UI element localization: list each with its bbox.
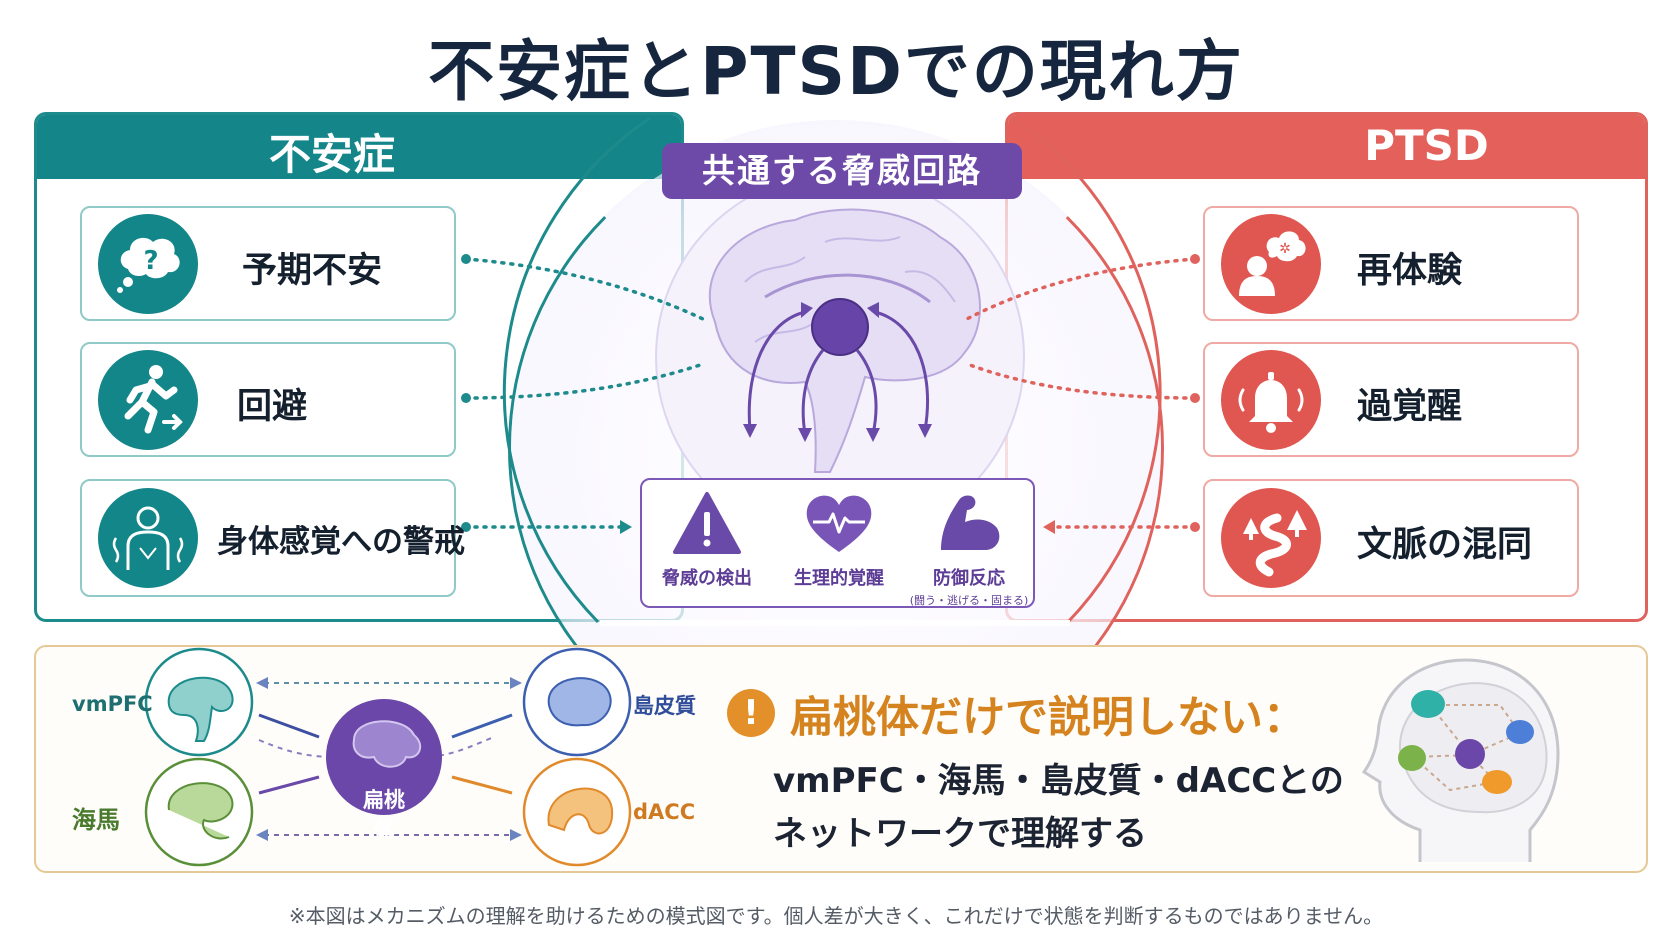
- ptsd-item-reexperiencing: ✲ 再体験: [1203, 206, 1579, 321]
- network-diagram: [144, 647, 632, 867]
- winding-road-icon: [1221, 488, 1321, 588]
- body-sensation-icon: [98, 488, 198, 588]
- ptsd-header: PTSD: [1008, 115, 1645, 179]
- ptsd-item-label: 文脈の混同: [1357, 525, 1533, 565]
- svg-text:?: ?: [143, 246, 158, 276]
- alarm-bell-icon: [1221, 349, 1321, 450]
- threat-response-box: 脅威の検出 生理的覚醒 防御反応 (闘う・逃げる・固まる): [640, 478, 1035, 608]
- anxiety-item-label: 予期不安: [242, 250, 383, 291]
- ptsd-item-label: 再体験: [1357, 250, 1463, 291]
- note-line-1: vmPFC・海馬・島皮質・dACCとの: [773, 761, 1344, 801]
- page-title: 不安症とPTSDでの現れ方: [428, 33, 1244, 110]
- anxiety-item-label: 身体感覚への警戒: [217, 524, 465, 560]
- response-threat-detection: 脅威の検出: [642, 488, 772, 590]
- running-person-icon: [98, 349, 198, 450]
- amygdala-label: 扁桃体: [363, 788, 405, 842]
- response-physiological-arousal: 生理的覚醒: [774, 488, 904, 590]
- response-label: 生理的覚醒: [794, 568, 884, 589]
- flexed-arm-icon: [941, 495, 1000, 550]
- exclamation-icon: !: [727, 689, 775, 737]
- warning-triangle-icon: [673, 492, 741, 554]
- anxiety-item-label: 回避: [237, 386, 308, 427]
- anxiety-header: 不安症: [37, 115, 681, 179]
- response-sublabel: (闘う・逃げる・固まる): [909, 594, 1029, 607]
- response-defense: 防御反応 (闘う・逃げる・固まる): [904, 488, 1034, 608]
- ptsd-item-label: 過覚醒: [1357, 386, 1463, 427]
- svg-text:✲: ✲: [1279, 241, 1291, 257]
- dacc-label: dACC: [633, 800, 696, 824]
- heartbeat-icon: [806, 495, 872, 552]
- hippocampus-label: 海馬: [72, 806, 120, 834]
- note-heading: 扁桃体だけで説明しない：: [790, 693, 1306, 743]
- brain-illustration: [708, 208, 981, 473]
- vmpfc-label: vmPFC: [72, 692, 153, 716]
- ptsd-item-hyperarousal: 過覚醒: [1203, 342, 1579, 457]
- footer-disclaimer: ※本図はメカニズムの理解を助けるための模式図です。個人差が大きく、これだけで状態…: [288, 904, 1384, 928]
- response-label: 防御反応: [933, 568, 1005, 589]
- anxiety-item-avoidance: 回避: [80, 342, 456, 457]
- threat-circuit-banner: 共通する脅威回路: [662, 143, 1022, 199]
- anxiety-item-body-vigilance: 身体感覚への警戒: [80, 479, 465, 597]
- amygdala-node-icon: [811, 298, 869, 356]
- ptsd-header-label: PTSD: [1364, 121, 1489, 170]
- anxiety-header-label: 不安症: [268, 130, 395, 179]
- flashback-person-icon: ✲: [1221, 213, 1321, 314]
- ptsd-item-context-confusion: 文脈の混同: [1203, 479, 1579, 597]
- question-thought-bubble-icon: ?: [98, 213, 198, 314]
- note-line-2: ネットワークで理解する: [773, 814, 1147, 854]
- anxiety-panel: 不安症: [34, 112, 684, 622]
- insula-label: 島皮質: [633, 694, 696, 718]
- ptsd-panel: PTSD: [1005, 112, 1648, 622]
- anxiety-item-anticipatory: ? 予期不安: [80, 206, 456, 321]
- head-network-icon: [1361, 658, 1560, 862]
- response-label: 脅威の検出: [662, 568, 752, 589]
